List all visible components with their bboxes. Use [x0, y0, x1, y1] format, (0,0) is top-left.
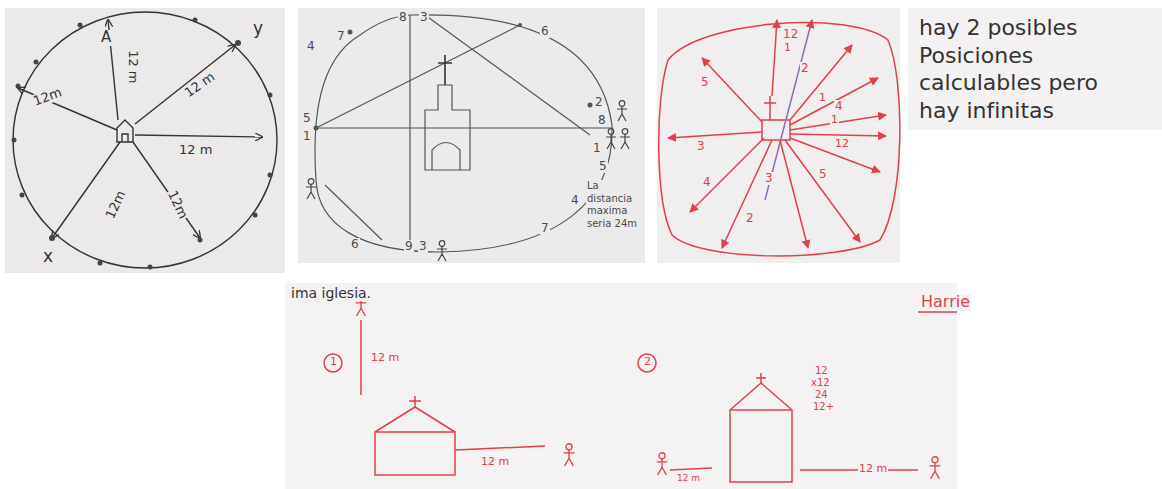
handwritten-label: 1 — [783, 42, 792, 54]
handwritten-label: x12 — [810, 378, 831, 389]
handwritten-label: 12 — [834, 138, 850, 150]
handwritten-label: 4 — [570, 194, 580, 207]
stick-figures-red — [356, 294, 941, 479]
handwritten-label: 2 — [643, 356, 652, 368]
handwritten-label: 12 — [814, 366, 829, 377]
handwritten-label: 4 — [702, 176, 712, 189]
handwritten-label: 7 — [540, 222, 550, 235]
handwritten-label: 4 — [306, 40, 316, 53]
handwritten-label: 12 m — [858, 463, 888, 475]
stick-figures — [306, 101, 630, 261]
handwritten-label: 5 — [598, 160, 608, 173]
handwritten-label: 12 m — [127, 49, 141, 84]
handwritten-label: 12+ — [812, 402, 835, 413]
handwritten-label: 1 — [302, 130, 312, 143]
handwritten-label: 1 — [830, 114, 839, 126]
handwritten-label: 9 — [404, 240, 414, 253]
handwritten-label: 6 — [540, 25, 550, 38]
handwritten-label: 7 — [336, 30, 346, 43]
handwritten-label: 5 — [700, 76, 710, 89]
handwritten-label: 24 — [814, 390, 829, 401]
handwritten-label: A — [100, 30, 112, 46]
circle-sketch-2 — [314, 15, 613, 252]
handwritten-label: 3 — [764, 172, 774, 185]
handwritten-label: 12 m — [676, 474, 701, 483]
handwritten-label: 2 — [745, 212, 755, 225]
handwritten-label: Harrie — [920, 294, 971, 311]
handwritten-label: 1 — [329, 356, 338, 368]
handwritten-label: 8 — [597, 114, 607, 127]
handwritten-label: 3 — [418, 240, 428, 253]
handwritten-label: 1 — [818, 92, 827, 104]
handwritten-label: 2 — [800, 62, 810, 75]
handwritten-label: 4 — [834, 100, 844, 113]
handwritten-label: 12 m — [178, 143, 213, 157]
handwritten-label: 5 — [818, 168, 828, 181]
handwritten-label: 12 m — [480, 456, 510, 468]
paper-grounds — [5, 8, 1162, 489]
handwritten-label: 5 — [302, 112, 312, 125]
circle-sketch-1 — [12, 12, 278, 270]
handwritten-label: 3 — [419, 11, 429, 24]
church-sketches — [324, 312, 957, 482]
handwritten-label: 6 — [350, 238, 360, 251]
handwritten-label: 12 — [782, 28, 799, 41]
handwritten-label: x — [42, 248, 54, 266]
handwritten-label: La distancia maxima seria 24m — [586, 180, 644, 230]
handwritten-label: ima iglesia. — [290, 286, 372, 301]
handwritten-label: hay 2 posibles Posiciones calculables pe… — [918, 14, 1145, 124]
handwritten-label: 3 — [696, 140, 706, 153]
red-circle-sketch — [659, 20, 900, 256]
handwritten-label: 12 m — [370, 352, 400, 364]
handwritten-label: y — [252, 20, 264, 38]
handwritten-label: 1 — [592, 142, 602, 155]
handwritten-label: 2 — [594, 96, 604, 109]
handwritten-label: 8 — [398, 11, 408, 24]
